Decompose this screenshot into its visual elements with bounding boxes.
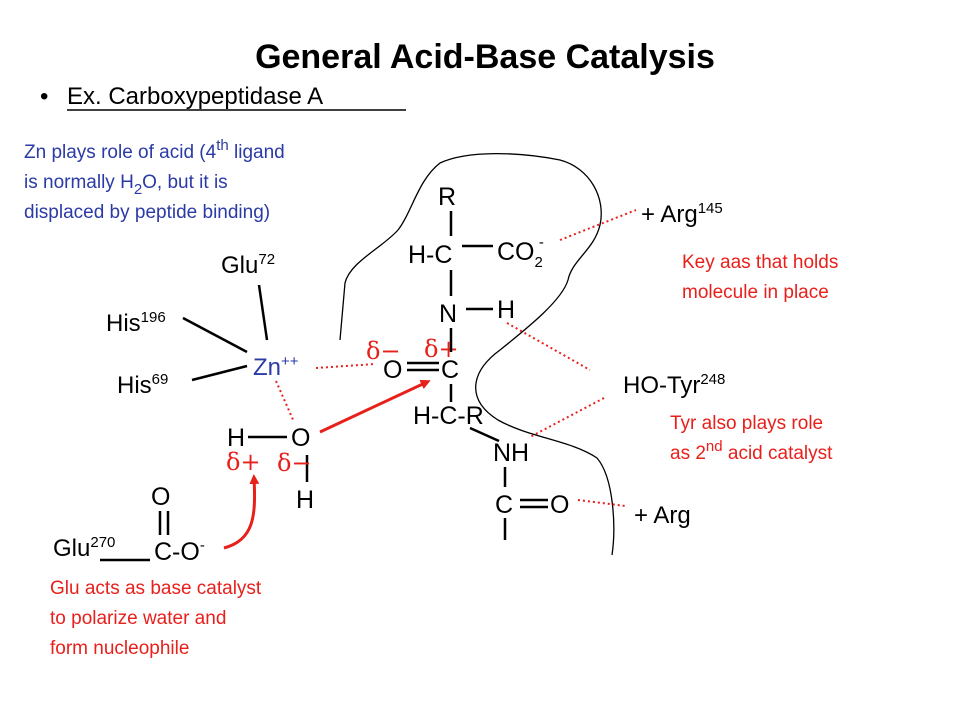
zn-note-line-1: Zn plays role of acid (4th ligand [24, 137, 285, 163]
bullet-mark: • [40, 83, 48, 110]
arg-label: + Arg [634, 502, 691, 529]
glu270-label: Glu270 [53, 534, 115, 562]
tyr248-amide-interaction [506, 322, 591, 371]
amide-nitrogen: N [439, 300, 457, 328]
glu270-to-water-arrow [223, 474, 260, 550]
substrate-hc: H-C [408, 241, 452, 269]
water-delta-minus: δ− [277, 449, 312, 477]
carbonyl-oxygen: O [383, 356, 402, 384]
glu270-carbonyl-oxygen: O [151, 483, 170, 511]
carbonyl-carbon: C [441, 356, 459, 384]
key-aas-note-line-2: molecule in place [682, 282, 829, 303]
glu72-label: Glu72 [221, 251, 275, 279]
carbonyl-c-delta-plus: δ+ [424, 335, 459, 363]
substrate-r: R [438, 183, 456, 211]
tyr248-nh-interaction [529, 397, 605, 438]
glu270-carboxylate: C-O- [154, 537, 205, 566]
water-oxygen: O [291, 424, 310, 452]
carbonyl-o-delta-minus: δ− [366, 337, 401, 365]
zn-label: Zn++ [253, 353, 299, 381]
zn-note-line-3: displaced by peptide binding) [24, 202, 270, 223]
tyr-note-line-2: as 2nd acid catalyst [670, 438, 833, 464]
substrate-nh: NH [493, 439, 529, 467]
his196-label: His196 [106, 309, 166, 337]
glu72-bond [257, 284, 269, 341]
his69-label: His69 [117, 371, 168, 399]
zn-note-line-2: is normally H2O, but it is [24, 172, 228, 198]
arg-interaction [577, 499, 627, 507]
binding-pocket-outline [339, 152, 615, 556]
water-h-top: H [227, 424, 245, 452]
glu-note-line-2: to polarize water and [50, 608, 226, 629]
his196-bond [182, 316, 248, 354]
arg145-label: + Arg145 [641, 200, 723, 228]
zn-water-coordination [275, 380, 295, 423]
tyr248-label: HO-Tyr248 [623, 371, 725, 399]
amide-hydrogen: H [497, 296, 515, 324]
water-to-carbonyl-arrow [319, 380, 431, 434]
carboxylate: CO2- [497, 234, 544, 271]
bottom-oxygen: O [550, 491, 569, 519]
glu-note-line-1: Glu acts as base catalyst [50, 578, 262, 599]
glu-note-line-3: form nucleophile [50, 638, 189, 659]
water-delta-plus: δ+ [226, 448, 261, 476]
water-h-bottom: H [296, 486, 314, 514]
arg145-interaction [559, 209, 637, 241]
tyr-note-line-1: Tyr also plays role [670, 413, 823, 434]
his69-bond [191, 364, 248, 382]
bottom-carbon: C [495, 491, 513, 519]
page-title: General Acid-Base Catalysis [255, 38, 715, 76]
hcr-nh-bond [469, 426, 500, 443]
substrate-hcr: H-C-R [413, 402, 484, 430]
example-heading: Ex. Carboxypeptidase A [67, 83, 323, 110]
key-aas-note-line-1: Key aas that holds [682, 252, 838, 273]
